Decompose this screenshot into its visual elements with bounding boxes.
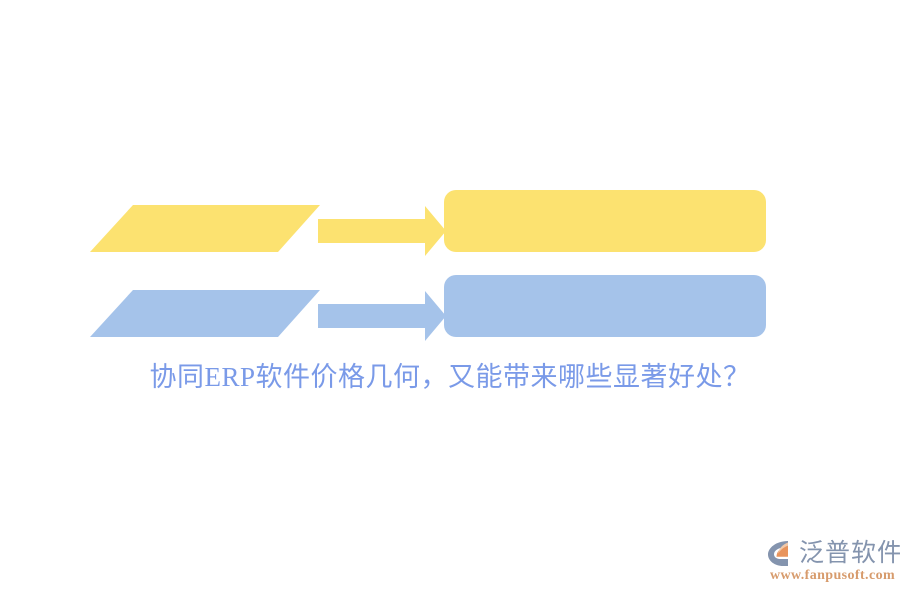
fanpu-logo-icon <box>768 541 788 566</box>
diagram-caption: 协同ERP软件价格几何，又能带来哪些显著好处？ <box>149 362 751 392</box>
watermark-url: www.fanpusoft.com <box>770 568 896 583</box>
input-shape-blue[interactable] <box>90 290 320 337</box>
diagram-row-yellow <box>90 190 766 256</box>
output-box-blue[interactable] <box>444 275 766 337</box>
watermark-logo: 泛普软件 www.fanpusoft.com <box>766 536 900 588</box>
diagram-row-blue <box>90 275 766 341</box>
output-box-yellow[interactable] <box>444 190 766 252</box>
flow-arrow-blue <box>318 291 446 341</box>
input-shape-yellow[interactable] <box>90 205 320 252</box>
flow-arrow-yellow <box>318 206 446 256</box>
watermark-brand-row: 泛普软件 <box>766 538 900 568</box>
watermark-brand-text: 泛普软件 <box>799 539 900 567</box>
